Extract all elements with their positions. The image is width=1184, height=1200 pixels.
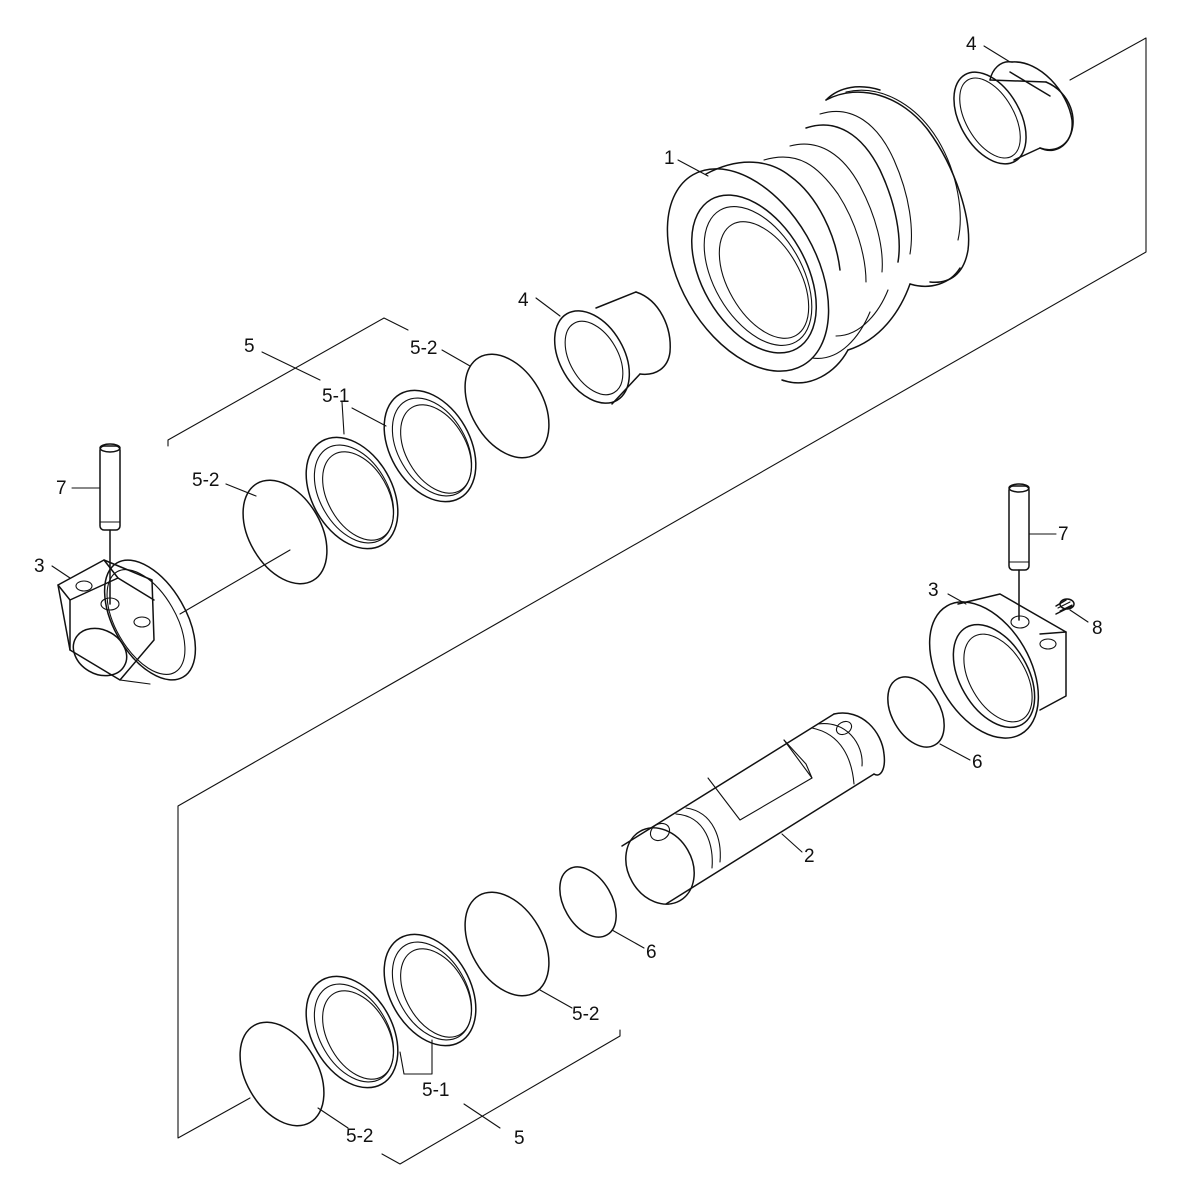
part-labels: 4 1 4 5 5-2 5-1 5-2 7 3 7 3 8 6 2 6 5-2 … [34,34,1103,1149]
part-8-fitting [1055,598,1075,615]
seal-5-2-bottom-left [239,1021,325,1127]
part-2-shaft [621,712,886,905]
seal-5-2-top-right [464,353,550,459]
part-4-bushing-top [953,61,1074,165]
part-3-collar-left [57,559,197,685]
label-part-5-2-bottom-b: 5-2 [346,1126,373,1147]
part-4-bushing-mid [553,291,671,405]
label-part-5-top: 5 [244,336,255,357]
label-part-3-right: 3 [928,580,939,601]
label-part-5-bottom: 5 [514,1128,525,1149]
bracket-5-bottom [381,1029,621,1165]
label-part-5-1-bottom: 5-1 [422,1080,449,1101]
part-7-pin-left [99,443,121,605]
floating-seal-5-1-bottom [305,933,477,1089]
label-part-1: 1 [664,148,675,169]
label-part-5-2-top-a: 5-2 [410,338,437,359]
label-part-4-mid: 4 [518,290,529,311]
label-part-5-2-top-b: 5-2 [192,470,219,491]
part-1-roller [666,86,970,384]
label-part-3-left: 3 [34,556,45,577]
bracket-5-top [167,317,409,447]
label-part-7-left: 7 [56,478,67,499]
part-7-pin-right [1008,483,1030,621]
seal-5-2-top-left [242,479,328,585]
o-ring-6-mid [559,866,617,938]
assembly-boundary [177,37,1147,1139]
seal-5-2-bottom-right [464,891,550,997]
leader-lines [51,45,1089,1129]
left-axis-line [179,549,291,615]
label-part-4-top: 4 [966,34,977,55]
label-part-5-2-bottom-a: 5-2 [572,1004,599,1025]
label-part-6-right: 6 [972,752,983,773]
label-part-5-1-top: 5-1 [322,386,349,407]
label-part-2: 2 [804,846,815,867]
label-part-7-right: 7 [1058,524,1069,545]
o-ring-6-right [887,676,945,748]
label-part-8: 8 [1092,618,1103,639]
floating-seal-5-1-top [305,389,477,550]
label-part-6-mid: 6 [646,942,657,963]
part-3-collar-right [928,593,1067,739]
